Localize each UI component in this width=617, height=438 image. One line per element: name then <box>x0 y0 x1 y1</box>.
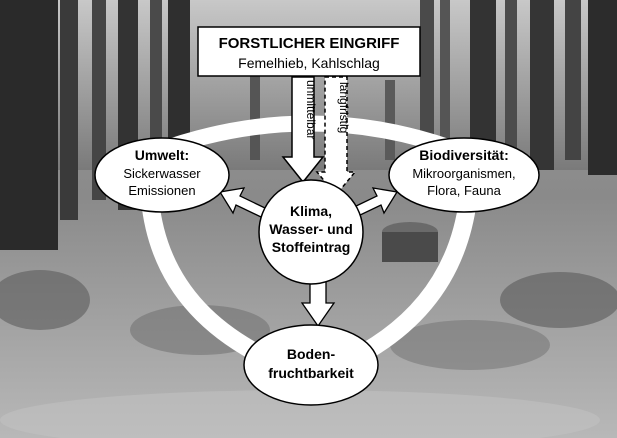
arrow-to-umwelt <box>218 187 266 218</box>
umwelt-line2: Emissionen <box>128 183 195 198</box>
forestry-intervention-box <box>197 26 421 77</box>
biodiversitaet-title: Biodiversität: <box>419 147 508 163</box>
center-line1: Klima, <box>290 203 332 219</box>
center-line3: Stoffeintrag <box>272 239 351 255</box>
bodenfruchtbarkeit-node <box>243 324 379 406</box>
umwelt-title: Umwelt: <box>135 147 189 163</box>
center-line2: Wasser- und <box>269 221 353 237</box>
long-term-arrow <box>315 76 357 197</box>
immediate-arrow-label: unmittelbar <box>304 80 318 139</box>
immediate-arrow <box>281 76 325 184</box>
center-node <box>258 179 364 285</box>
biodiversitaet-line2: Flora, Fauna <box>427 183 501 198</box>
umwelt-node <box>94 137 230 213</box>
intervention-subtitle: Femelhieb, Kahlschlag <box>238 55 380 71</box>
umwelt-line1: Sickerwasser <box>123 166 201 181</box>
long-term-arrow-label: langfristig <box>337 82 351 133</box>
intervention-title: FORSTLICHER EINGRIFF <box>219 35 400 52</box>
arrow-to-bodenfruchtbarkeit <box>300 279 336 328</box>
biodiversitaet-line1: Mikroorganismen, <box>412 166 515 181</box>
boden-line2: fruchtbarkeit <box>268 365 354 381</box>
biodiversitaet-node <box>388 137 540 213</box>
boden-line1: Boden- <box>287 346 336 362</box>
